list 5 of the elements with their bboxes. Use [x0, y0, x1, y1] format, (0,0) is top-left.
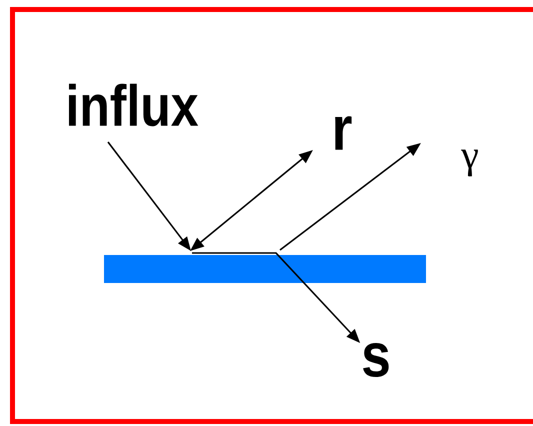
label-text: γ	[461, 150, 478, 176]
surface-bar	[104, 255, 426, 283]
label-text: influx	[68, 84, 198, 126]
label-text: r	[335, 116, 352, 150]
label-text: s	[363, 343, 389, 377]
